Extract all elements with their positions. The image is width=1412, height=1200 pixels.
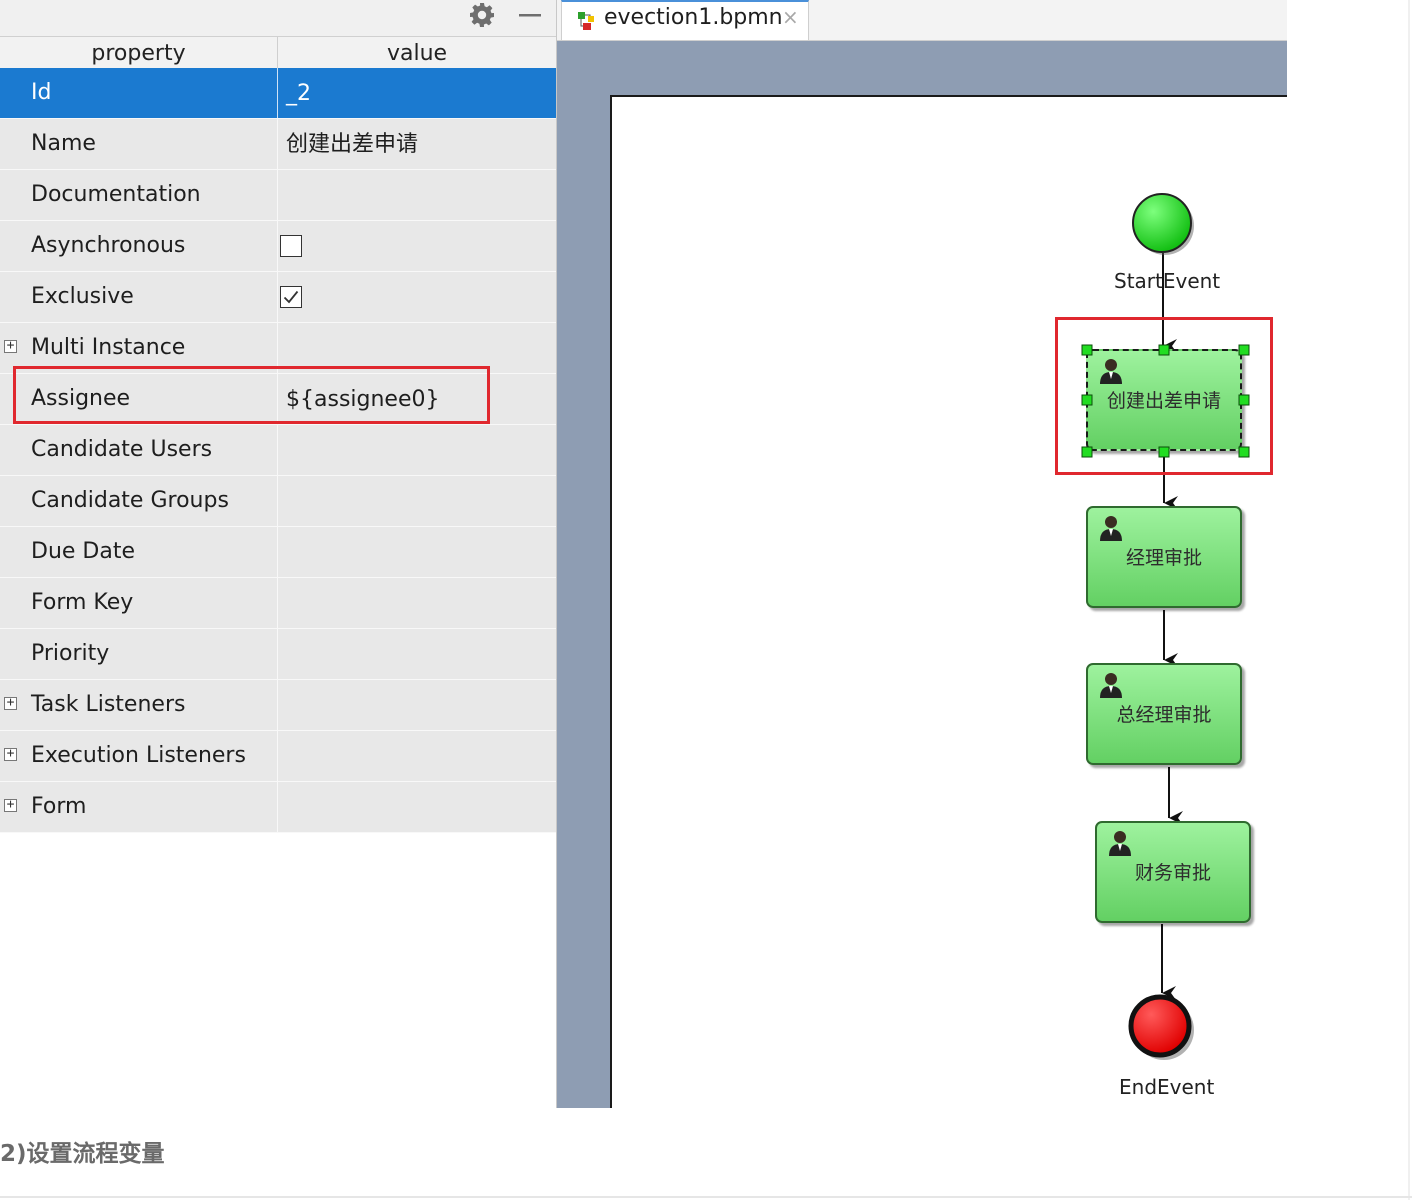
tab-title: evection1.bpmn	[604, 5, 783, 30]
property-row-form[interactable]: + Form	[0, 782, 556, 833]
figure-caption: 2)设置流程变量	[0, 1141, 165, 1167]
selection-handles	[1081, 344, 1250, 458]
task-label: 创建出差申请	[1106, 390, 1221, 412]
minimize-icon[interactable]	[515, 0, 545, 30]
page-margin-line	[1408, 0, 1410, 1200]
column-divider[interactable]	[277, 37, 278, 68]
cell-divider	[277, 629, 278, 679]
property-label: Assignee	[31, 386, 131, 411]
task-finance-approval[interactable]: 财务审批	[1095, 821, 1251, 923]
task-label: 财务审批	[1134, 862, 1211, 884]
cell-divider	[277, 374, 278, 424]
property-row-candidate-groups[interactable]: Candidate Groups	[0, 476, 556, 527]
divider	[0, 1196, 1412, 1198]
bpmn-file-icon	[578, 12, 594, 30]
user-task-icon	[1100, 516, 1122, 541]
cell-divider	[277, 578, 278, 628]
property-label: Exclusive	[31, 284, 134, 309]
property-label: Candidate Groups	[31, 488, 229, 513]
cell-divider	[277, 425, 278, 475]
property-label: Multi Instance	[31, 335, 186, 360]
exclusive-checkbox[interactable]	[280, 286, 302, 308]
user-task-icon	[1100, 673, 1122, 698]
property-row-execution-listeners[interactable]: + Execution Listeners	[0, 731, 556, 782]
user-task-icon	[1100, 359, 1122, 384]
property-label: Execution Listeners	[31, 743, 246, 768]
cell-divider	[277, 323, 278, 373]
property-row-multi-instance[interactable]: + Multi Instance	[0, 323, 556, 374]
cell-divider	[277, 476, 278, 526]
cell-divider	[277, 782, 278, 832]
expand-icon[interactable]: +	[4, 339, 17, 353]
cell-divider	[277, 221, 278, 271]
property-row-task-listeners[interactable]: + Task Listeners	[0, 680, 556, 731]
properties-toolbar	[0, 0, 556, 37]
start-event-label: StartEvent	[1114, 269, 1221, 293]
cell-divider	[277, 731, 278, 781]
bpmn-editor: evection1.bpmn × StartEvent	[557, 0, 1287, 1108]
tab-evection1-bpmn[interactable]: evection1.bpmn ×	[561, 0, 809, 40]
property-value[interactable]: _2	[286, 81, 311, 106]
property-label: Documentation	[31, 182, 201, 207]
property-row-candidate-users[interactable]: Candidate Users	[0, 425, 556, 476]
expand-icon[interactable]: +	[4, 696, 17, 710]
cell-divider	[277, 527, 278, 577]
property-value[interactable]: ${assignee0}	[286, 387, 440, 412]
checkmark-icon	[283, 290, 299, 304]
properties-panel: property value Id _2 Name 创建出差申请 Documen…	[0, 0, 557, 1108]
task-manager-approval[interactable]: 经理审批	[1086, 506, 1242, 608]
column-header-value[interactable]: value	[386, 41, 448, 66]
column-header-property[interactable]: property	[91, 41, 186, 66]
expand-icon[interactable]: +	[4, 798, 17, 812]
task-label: 经理审批	[1125, 547, 1202, 569]
properties-table: Id _2 Name 创建出差申请 Documentation Asynchro…	[0, 68, 556, 833]
property-label: Candidate Users	[31, 437, 213, 462]
property-row-documentation[interactable]: Documentation	[0, 170, 556, 221]
task-general-manager-approval[interactable]: 总经理审批	[1086, 663, 1242, 765]
property-row-exclusive[interactable]: Exclusive	[0, 272, 556, 323]
user-task-icon	[1109, 831, 1131, 856]
task-highlight-box	[1055, 317, 1273, 475]
property-row-assignee[interactable]: Assignee ${assignee0}	[0, 374, 556, 425]
task-label: 总经理审批	[1116, 704, 1212, 726]
property-row-form-key[interactable]: Form Key	[0, 578, 556, 629]
property-row-priority[interactable]: Priority	[0, 629, 556, 680]
property-label: Form	[31, 794, 87, 819]
sequence-flows	[1161, 253, 1183, 1000]
expand-icon[interactable]: +	[4, 747, 17, 761]
properties-table-header: property value	[0, 37, 556, 69]
end-event-label: EndEvent	[1119, 1075, 1215, 1099]
cell-divider	[277, 119, 278, 169]
property-row-due-date[interactable]: Due Date	[0, 527, 556, 578]
property-label: Task Listeners	[31, 692, 186, 717]
property-label: Priority	[31, 641, 110, 666]
property-row-asynchronous[interactable]: Asynchronous	[0, 221, 556, 272]
editor-tab-strip: evection1.bpmn ×	[557, 0, 1287, 41]
gear-icon[interactable]	[467, 0, 497, 30]
property-label: Name	[31, 131, 96, 156]
cell-divider	[277, 68, 278, 118]
cell-divider	[277, 272, 278, 322]
assignee-highlight-box	[13, 366, 490, 424]
property-row-name[interactable]: Name 创建出差申请	[0, 119, 556, 170]
close-icon[interactable]: ×	[782, 5, 799, 29]
property-value[interactable]: 创建出差申请	[286, 132, 419, 157]
cell-divider	[277, 170, 278, 220]
diagram-canvas[interactable]: StartEvent 创建出差申请 经理审批 总经理审批	[610, 95, 1287, 1108]
asynchronous-checkbox[interactable]	[280, 235, 302, 257]
end-event[interactable]	[1127, 993, 1197, 1063]
property-label: Form Key	[31, 590, 134, 615]
property-label: Asynchronous	[31, 233, 186, 258]
property-row-id[interactable]: Id _2	[0, 68, 556, 119]
start-event[interactable]	[1131, 192, 1197, 258]
property-label: Id	[31, 80, 52, 105]
cell-divider	[277, 680, 278, 730]
property-label: Due Date	[31, 539, 135, 564]
